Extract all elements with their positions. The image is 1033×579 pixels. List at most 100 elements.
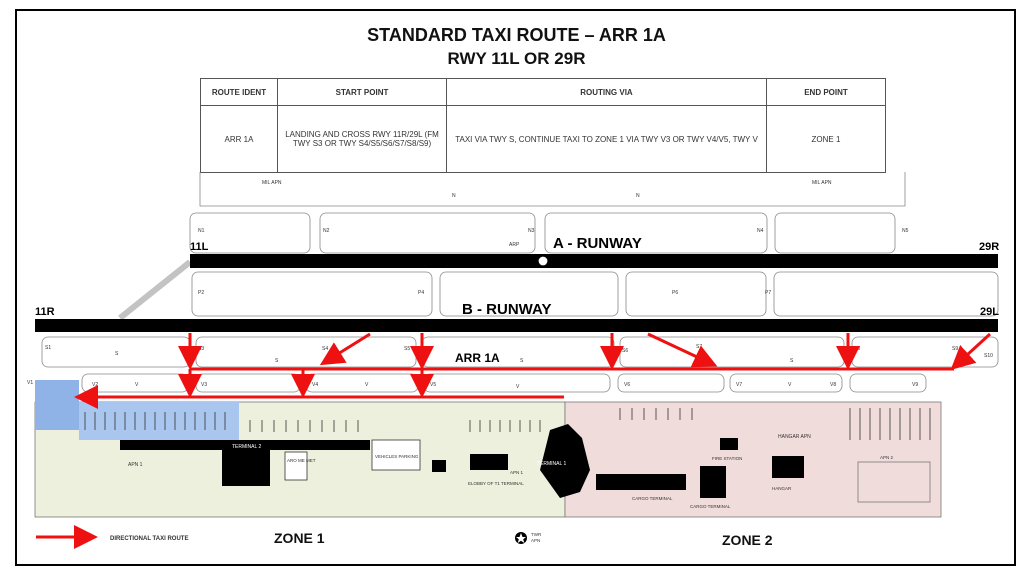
cell-route-ident: ARR 1A bbox=[200, 105, 278, 173]
twy-s-label-4: S bbox=[790, 358, 794, 364]
north-block-2 bbox=[319, 212, 536, 254]
taxi-route bbox=[74, 332, 992, 409]
page-subtitle: RWY 11L OR 29R bbox=[447, 49, 586, 68]
fire-station-label: FIRE STATION bbox=[712, 456, 742, 461]
page-title: STANDARD TAXI ROUTE – ARR 1A bbox=[367, 25, 666, 45]
twy-s-label-2: S bbox=[275, 358, 279, 364]
terminal1-label: TERMINAL 1 bbox=[537, 461, 566, 467]
stand-markers bbox=[84, 408, 931, 440]
north-block-4 bbox=[774, 212, 896, 254]
twy-s5-label: S5 bbox=[404, 346, 410, 352]
t1-mil-label: ELOBBY OF T1 TERMINAL bbox=[468, 481, 524, 486]
twy-n4-label: N4 bbox=[757, 228, 764, 234]
hangar-label: HANGAR bbox=[772, 486, 792, 491]
terminal2-block bbox=[222, 450, 270, 486]
twy-v3-label: V3 bbox=[201, 382, 207, 388]
twy-v5-label: V5 bbox=[430, 382, 436, 388]
twy-p2-label: P2 bbox=[198, 290, 204, 296]
twy-n5-label: N5 bbox=[902, 228, 909, 234]
twy-s-label-1: S bbox=[115, 351, 119, 357]
twr-star-icon bbox=[516, 533, 526, 543]
south-block-2 bbox=[195, 336, 417, 368]
twy-s4-label: S4 bbox=[322, 346, 328, 352]
vehicles-parking bbox=[371, 439, 421, 471]
twy-s-v-labels: S S S S V V V V bbox=[115, 351, 794, 390]
cell-end-point: ZONE 1 bbox=[766, 105, 886, 173]
route-arrow-s4 bbox=[319, 332, 371, 366]
runway-a bbox=[190, 254, 998, 268]
header-routing-via: ROUTING VIA bbox=[446, 78, 767, 106]
cell-start-point: LANDING AND CROSS RWY 11R/29L (FM TWY S3… bbox=[277, 105, 447, 173]
twy-v-label-3: V bbox=[516, 384, 520, 390]
twy-s9-label: S9 bbox=[952, 346, 958, 352]
twy-p4-label: P4 bbox=[418, 290, 424, 296]
zone2-label: ZONE 2 bbox=[722, 532, 773, 548]
twy-v9-label: V9 bbox=[912, 382, 918, 388]
v-block-2 bbox=[195, 373, 301, 393]
twr-label: TWR bbox=[531, 532, 542, 537]
header-end-point: END POINT bbox=[766, 78, 886, 106]
between-block-1 bbox=[191, 271, 433, 317]
twy-p7-label: P7 bbox=[765, 290, 771, 296]
arp-icon bbox=[537, 255, 549, 267]
apn2-label: APN 2 bbox=[880, 455, 894, 460]
cargo-terminal-1-label: CARGO TERMINAL bbox=[632, 496, 673, 501]
runway-a-label: A - RUNWAY bbox=[553, 235, 642, 252]
twy-s1-label: S1 bbox=[45, 345, 51, 351]
between-block-4 bbox=[773, 271, 999, 317]
mil-apron-area bbox=[35, 380, 79, 430]
header-start-point: START POINT bbox=[277, 78, 447, 106]
twy-v-label-4: V bbox=[788, 382, 792, 388]
v-blocks bbox=[81, 373, 927, 393]
legend-route-label: DIRECTIONAL TAXI ROUTE bbox=[110, 536, 188, 542]
runway-b-end-right: 29L bbox=[980, 306, 999, 318]
police-building bbox=[432, 460, 446, 472]
twy-v1-label: V1 bbox=[27, 380, 33, 386]
twy-n2-label: N2 bbox=[323, 228, 330, 234]
route-arrow-s9 bbox=[950, 332, 992, 371]
diagonal-link-left bbox=[118, 259, 192, 321]
hangar-apn-label: HANGAR APN bbox=[778, 434, 811, 440]
between-block-3 bbox=[625, 271, 767, 317]
zone2-area bbox=[564, 401, 942, 518]
twy-n-label-right: N bbox=[636, 193, 640, 199]
aro-building bbox=[284, 451, 308, 481]
route-label: ARR 1A bbox=[455, 351, 500, 365]
diagram-frame bbox=[15, 9, 1016, 566]
runway-b bbox=[35, 319, 998, 332]
apn1b-label: APN 1 bbox=[510, 470, 524, 475]
south-block-5 bbox=[851, 336, 999, 368]
south-block-3 bbox=[421, 336, 615, 368]
apn1-label: APN 1 bbox=[128, 462, 143, 468]
terminal2-building bbox=[120, 440, 370, 450]
cargo-terminal-2-label: CARGO TERMINAL bbox=[690, 504, 731, 509]
runway-a-end-right: 29R bbox=[979, 241, 999, 253]
apron1-blue-area bbox=[79, 402, 239, 440]
vehicles-parking-label: VEHICLES PARKING bbox=[375, 454, 419, 459]
v-block-7 bbox=[849, 373, 927, 393]
route-table-header: ROUTE IDENT START POINT ROUTING VIA END … bbox=[200, 78, 886, 106]
twy-n-label-left: N bbox=[452, 193, 456, 199]
twy-v-label-1: V bbox=[135, 382, 139, 388]
aro-label: ARO ME MET bbox=[287, 458, 316, 463]
twy-n3-label: N3 bbox=[528, 228, 535, 234]
mil-apn-label-left: MIL APN bbox=[262, 180, 282, 186]
arp-label: ARP bbox=[509, 242, 520, 248]
header-route-ident: ROUTE IDENT bbox=[200, 78, 278, 106]
route-table: ROUTE IDENT START POINT ROUTING VIA END … bbox=[200, 78, 886, 173]
twy-v4-label: V4 bbox=[312, 382, 318, 388]
v-block-6 bbox=[729, 373, 843, 393]
twy-s3-label: S3 bbox=[198, 346, 204, 352]
twy-v-label-2: V bbox=[365, 382, 369, 388]
twy-v6-label: V6 bbox=[624, 382, 630, 388]
cell-routing-via: TAXI VIA TWY S, CONTINUE TAXI TO ZONE 1 … bbox=[446, 105, 767, 173]
hangar-building bbox=[772, 456, 804, 478]
north-block-1 bbox=[189, 212, 311, 254]
zone1-label: ZONE 1 bbox=[274, 530, 325, 546]
route-arrow-s7 bbox=[647, 332, 718, 368]
north-taxiway-outline bbox=[199, 172, 906, 207]
north-link-blocks bbox=[189, 212, 896, 254]
runway-a-end-left: 11L bbox=[190, 241, 209, 253]
between-block-2 bbox=[439, 271, 619, 317]
